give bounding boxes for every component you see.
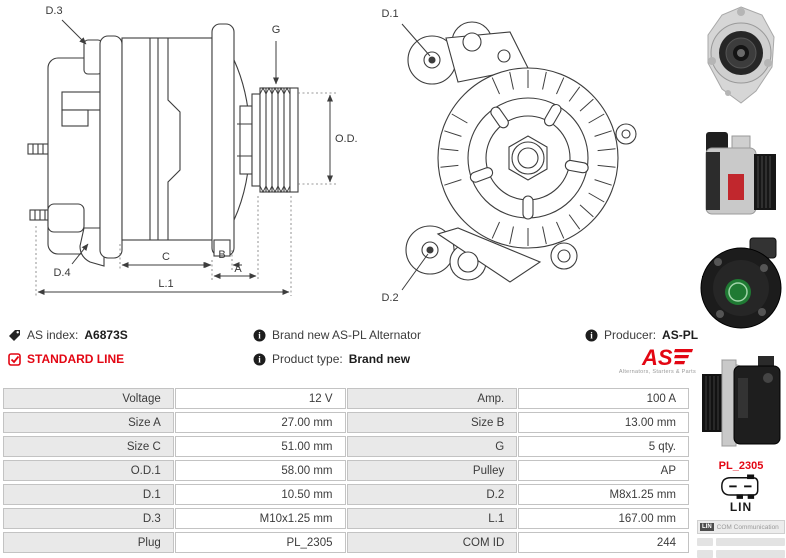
product-photo-front <box>707 6 775 104</box>
dim-label-c: C <box>162 251 170 263</box>
spec-value: 10.50 mm <box>174 484 346 505</box>
spec-value: 12 V <box>174 388 346 409</box>
spec-label: Voltage <box>3 388 174 409</box>
alternator-side-view-drawing: D.3 G O.D.1 D.4 C B A L.1 <box>27 5 358 296</box>
product-photo-side <box>705 132 776 215</box>
communication-row: LIN COM Communication <box>697 520 785 534</box>
product-photo-sidebar: PL_2305 LIN LIN COM Communication <box>696 0 786 558</box>
info-icon: i <box>253 353 266 365</box>
table-row: Size A 27.00 mm Size B 13.00 mm <box>3 412 689 433</box>
as-index-row: AS index: A6873S <box>8 328 128 342</box>
svg-text:i: i <box>258 330 261 340</box>
producer-value: AS-PL <box>662 328 699 342</box>
dim-label-d4: D.4 <box>53 267 70 279</box>
product-type-row: i Product type: Brand new <box>253 352 410 366</box>
comm-placeholder-row <box>697 550 785 558</box>
brand-row: i Brand new AS-PL Alternator <box>253 328 421 342</box>
info-icon: i <box>585 329 598 341</box>
as-pl-logo-mark: AS <box>641 346 694 370</box>
placeholder-bar <box>716 550 785 558</box>
plug-name: PL_2305 <box>718 460 764 472</box>
spec-label: Pulley <box>346 460 518 481</box>
spec-value: 51.00 mm <box>174 436 346 457</box>
producer-row: i Producer: AS-PL <box>585 328 698 342</box>
dim-label-d1: D.1 <box>381 8 398 20</box>
placeholder-bar <box>716 538 785 546</box>
spec-value: 27.00 mm <box>174 412 346 433</box>
product-photo-side-2 <box>702 356 781 447</box>
producer-label: Producer: <box>604 328 657 342</box>
spec-value: 244 <box>518 532 689 553</box>
as-index-label: AS index: <box>27 328 79 342</box>
placeholder-bar <box>697 550 713 558</box>
tag-icon <box>9 329 20 341</box>
spec-label: O.D.1 <box>3 460 174 481</box>
spec-label: Size B <box>346 412 518 433</box>
table-row: Size C 51.00 mm G 5 qty. <box>3 436 689 457</box>
communication-table: LIN COM Communication <box>697 520 785 558</box>
spec-label: D.2 <box>346 484 518 505</box>
table-row: Plug PL_2305 COM ID 244 <box>3 532 689 553</box>
table-row: O.D.1 58.00 mm Pulley AP <box>3 460 689 481</box>
table-row: D.3 M10x1.25 mm L.1 167.00 mm <box>3 508 689 529</box>
spec-value: 100 A <box>518 388 689 409</box>
comm-placeholder-row <box>697 538 785 546</box>
spec-label: Amp. <box>346 388 518 409</box>
dim-label-g: G <box>272 24 281 36</box>
product-info-bar: AS index: A6873S STANDARD LINE i Brand n… <box>0 320 698 382</box>
spec-value: M8x1.25 mm <box>518 484 689 505</box>
spec-label: L.1 <box>346 508 518 529</box>
spec-value: 13.00 mm <box>518 412 689 433</box>
svg-text:i: i <box>258 354 261 364</box>
brand-text: Brand new AS-PL Alternator <box>272 328 421 342</box>
spec-value: 167.00 mm <box>518 508 689 529</box>
dim-label-od1: O.D.1 <box>335 133 358 145</box>
spec-label: Plug <box>3 532 174 553</box>
dim-label-d3: D.3 <box>45 5 62 17</box>
spec-value: AP <box>518 460 689 481</box>
info-icon: i <box>253 329 266 341</box>
spec-value: PL_2305 <box>174 532 346 553</box>
svg-text:AS: AS <box>641 346 673 370</box>
comm-text: COM Communication <box>716 523 779 531</box>
spec-label: Size A <box>3 412 174 433</box>
dim-label-d2: D.2 <box>381 292 398 304</box>
as-pl-logo: AS Alternators, Starters & Parts <box>619 346 696 375</box>
plug-type-label: LIN <box>729 500 753 514</box>
plug-connector-icon <box>721 474 759 499</box>
spec-value: 5 qty. <box>518 436 689 457</box>
product-type-label: Product type: <box>272 352 343 366</box>
dim-label-l1: L.1 <box>158 278 173 290</box>
alternator-front-view-drawing: D.1 D.2 <box>381 8 637 304</box>
product-photo-rear <box>700 237 782 329</box>
spec-label: Size C <box>3 436 174 457</box>
spec-table: Voltage 12 V Amp. 100 A Size A 27.00 mm … <box>2 385 690 556</box>
table-row: D.1 10.50 mm D.2 M8x1.25 mm <box>3 484 689 505</box>
placeholder-bar <box>697 538 713 546</box>
spec-label: G <box>346 436 518 457</box>
logo-tagline: Alternators, Starters & Parts <box>618 369 696 375</box>
dim-label-b: B <box>218 249 225 261</box>
comm-badge: LIN <box>700 523 714 531</box>
spec-label: D.1 <box>3 484 174 505</box>
table-row: Voltage 12 V Amp. 100 A <box>3 388 689 409</box>
spec-label: COM ID <box>346 532 518 553</box>
svg-text:i: i <box>590 330 593 340</box>
product-line-badge: STANDARD LINE <box>27 352 125 366</box>
spec-value: 58.00 mm <box>174 460 346 481</box>
product-line-row: STANDARD LINE <box>8 352 124 366</box>
product-type-value: Brand new <box>348 352 411 366</box>
dim-label-a: A <box>234 263 242 275</box>
as-index-value: A6873S <box>84 328 128 342</box>
checkbox-checked-icon <box>8 352 21 366</box>
spec-label: D.3 <box>3 508 174 529</box>
spec-value: M10x1.25 mm <box>174 508 346 529</box>
